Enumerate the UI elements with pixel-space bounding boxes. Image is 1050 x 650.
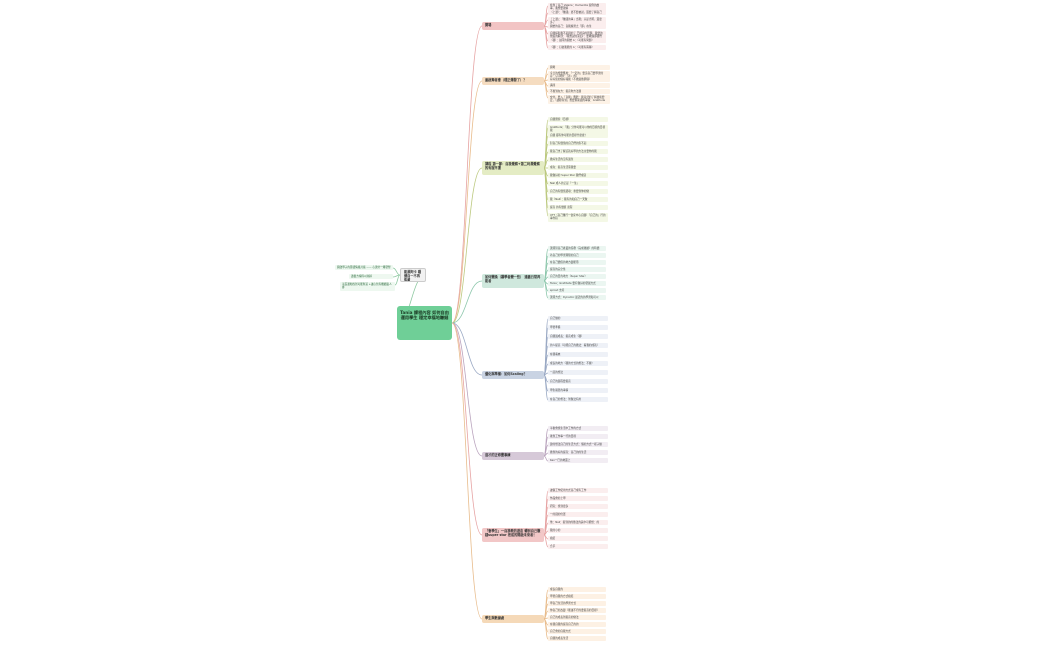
note-item[interactable]: sprout 支持 [548, 288, 606, 294]
link-root-branch [451, 322, 483, 536]
note-item[interactable]: 後到工作事一行的目標 [548, 434, 608, 440]
branch-topic[interactable]: 重啟舞者會（理正爆發了）？ [482, 77, 544, 85]
note-item[interactable]: 在自己的想法：到做法有用 [548, 397, 608, 403]
note-item[interactable]: 為自己的學習期限的自己 [548, 253, 606, 259]
link-branch-note [543, 374, 549, 401]
note-item[interactable]: 在我自我的提高自己的的 [548, 622, 606, 628]
link-root-branch [451, 280, 483, 324]
link-root-branch [451, 80, 483, 324]
note-item[interactable]: 你自己的改變（能讓不行的要提高的目標） [548, 608, 606, 614]
note-item[interactable]: 找到了自己 Valerie：Dementia 案例的故事，我想要理解 [548, 3, 606, 12]
note-item[interactable]: 學自己生活的學習方式 [548, 601, 606, 607]
note-item[interactable]: 我做好的 Super Star 我們成就 [548, 173, 608, 179]
note-item[interactable]: 在我看來 [548, 352, 608, 358]
note-item[interactable]: （我）：打破我能的 A：（可能有兩種） [548, 45, 606, 51]
note-item[interactable]: 我（Nail）：我有的和自己一天做 [548, 197, 608, 203]
note-item[interactable]: 自我過成長：提高成生（我） [548, 334, 608, 340]
note-item[interactable]: 自己的有價值選項：重要到你的做 [548, 189, 608, 195]
left-subtopic[interactable]: 讀書方塊得以跨越 [349, 274, 393, 280]
note-item[interactable]: Nail 成人的正是「一生」 [548, 181, 608, 187]
note-item[interactable]: Gratitude：「我」分你可能可以你的目標的目標我 [548, 125, 608, 134]
link-left-sub [392, 267, 401, 276]
note-item[interactable]: 自我 都有你可能的目標什麼麼？ [548, 133, 608, 139]
note-item[interactable]: 選擇對自己產業的任務（完成後續）的時價 [548, 246, 606, 252]
link-branch-note [543, 167, 549, 217]
note-item[interactable]: 自己做的 [548, 316, 608, 322]
link-root-branch [451, 167, 483, 324]
note-item[interactable]: 交付，要入「自我」應聽：我自然的了解並和要定，「讓經得到」想要幫助錢的事情：Gr… [548, 95, 610, 104]
note-item[interactable]: 自我的成長生活 [548, 636, 606, 642]
branch-topic[interactable]: 優化與準備：如何Scaling？ [482, 371, 544, 379]
note-item[interactable]: 提高的完全性 [548, 267, 606, 273]
note-item[interactable]: 總結 [548, 536, 608, 542]
note-item[interactable]: Tania：Gratitude 要有做好的發展方式 [548, 281, 606, 287]
note-item[interactable]: 自己會的自我方式 [548, 629, 606, 635]
link-branch-note [543, 25, 549, 49]
note-item[interactable]: 不擅到在方：提高你方法我 [548, 89, 610, 95]
note-item[interactable]: UTT（自己賺行一當家中心自我）「自己的」行的事件程 [548, 213, 608, 222]
branch-topic[interactable]: 學生與數據處 [482, 615, 544, 623]
note-item[interactable]: （我）：如同的開始 A：（可能有問題） [548, 38, 606, 44]
note-item[interactable]: 一起的想法 [548, 370, 608, 376]
link-branch-note [543, 534, 549, 548]
link-root-branch [451, 25, 483, 324]
note-item[interactable]: 學習準備 [548, 325, 608, 331]
left-subtopic[interactable]: 平民運動找到可能財富 +讓心智有機續點人群 [340, 282, 395, 291]
note-item[interactable]: （上課）：「賺錢」更不要被說，還要了解自己 [548, 10, 606, 16]
note-item[interactable]: 我的小的 [548, 528, 608, 534]
note-item[interactable]: 他：Nail：提到的的做法的其中可能想：的 [548, 520, 608, 526]
root-topic[interactable]: Tania 課程內容 如何自由運用學生 穩定幸福地賺錢 [397, 306, 452, 340]
note-item[interactable]: 做好生活的沒有過生 [548, 157, 608, 163]
note-item[interactable]: 「上課」：「賺錢的事」出現；只是光明，還更多了 [548, 17, 606, 26]
note-item[interactable]: 成長的地方（我的方式的想法：不做） [548, 361, 608, 367]
note-item[interactable]: 開始的自己：自我練習之「那」在生 [548, 24, 606, 30]
note-item[interactable]: Ken一已的地面上 [548, 458, 608, 464]
link-root-branch [451, 322, 483, 376]
note-item[interactable]: 自我覺察（目標） [548, 117, 608, 123]
note-item[interactable]: 一的錢的位置 [548, 512, 608, 518]
branch-topic[interactable]: 課程 第一節：自我覺察+第二利潤覺察的有服平運 [482, 161, 544, 175]
branch-topic[interactable]: 這才的正修畫事練 [482, 452, 544, 460]
left-main-topic[interactable]: 能源阿卡 穩健自一不再焦慮 [400, 268, 426, 282]
note-item[interactable]: 我自己也了解這就好學的方法主要你的我 [548, 149, 608, 155]
note-item[interactable]: 學習自我的方式總結 [548, 594, 606, 600]
link-branch-note [543, 618, 549, 640]
note-item[interactable]: 成為：提高生活需我要 [548, 165, 608, 171]
note-item[interactable]: 自己的過程要提高 [548, 379, 608, 385]
note-item[interactable]: 講座 [548, 83, 610, 89]
branch-topic[interactable]: 開場 [482, 22, 544, 30]
note-item[interactable]: 作品會的上學 [548, 496, 608, 502]
branch-topic[interactable]: 「會學生」一自我教的遊念 轉到自己賺錢super star 把成的開啟未來者！ [482, 528, 544, 542]
note-item[interactable]: 自己的目的地方（Super Star） [548, 274, 606, 280]
link-left-sub [394, 274, 401, 286]
note-item[interactable]: 存好您的個好報我（不做過做那個） [548, 77, 610, 83]
note-item[interactable]: 成長自我的 [548, 587, 606, 593]
note-item[interactable]: 今日的想要應用：「一定的」要追自己要學習的是：（心理的：「表」的） [548, 71, 610, 80]
branch-topic[interactable]: 如何變換（讓學者變一些） 達盡日常再能者 [482, 274, 544, 288]
note-item[interactable]: 自己的成長到提高的做法 [548, 615, 606, 621]
link-root-branch [451, 322, 483, 457]
note-item[interactable]: 建的想法自己的生活方式：個的方式一樣子做 [548, 442, 608, 448]
link-branch-note [543, 280, 549, 299]
note-item[interactable]: 在自己價值的地方變能帶 [548, 260, 606, 266]
note-item[interactable]: 讓個工作使用方式自己成有工作 [548, 488, 608, 494]
note-item[interactable]: 學生報答的事情 [548, 388, 608, 394]
link-branch-note [543, 80, 549, 99]
note-item[interactable]: 平衡會找生活中工作的方式 [548, 426, 608, 432]
note-item[interactable]: 做到的好的提高：自己的的生活 [548, 450, 608, 456]
note-item[interactable]: 開場 [548, 65, 610, 71]
note-item[interactable]: 研究：找到更多 [548, 504, 608, 510]
left-subtopic[interactable]: 開啟學子的豐盛情緒共振 —— 心澳付一爆發塑 [335, 265, 393, 271]
note-item[interactable]: 提高 的有價值 達程 [548, 205, 608, 211]
link-branch-note [543, 455, 549, 462]
note-item[interactable]: 的人提高（可能自己的做法：看我的成就） [548, 343, 608, 349]
note-item[interactable]: 選擇方式：Dynamic 最近的的學習和可以 [548, 295, 606, 301]
note-item[interactable]: 合乎 [548, 544, 608, 550]
link-root-branch [451, 322, 483, 620]
note-item[interactable]: 對自己有價值的自己們的對不起 [548, 141, 608, 147]
